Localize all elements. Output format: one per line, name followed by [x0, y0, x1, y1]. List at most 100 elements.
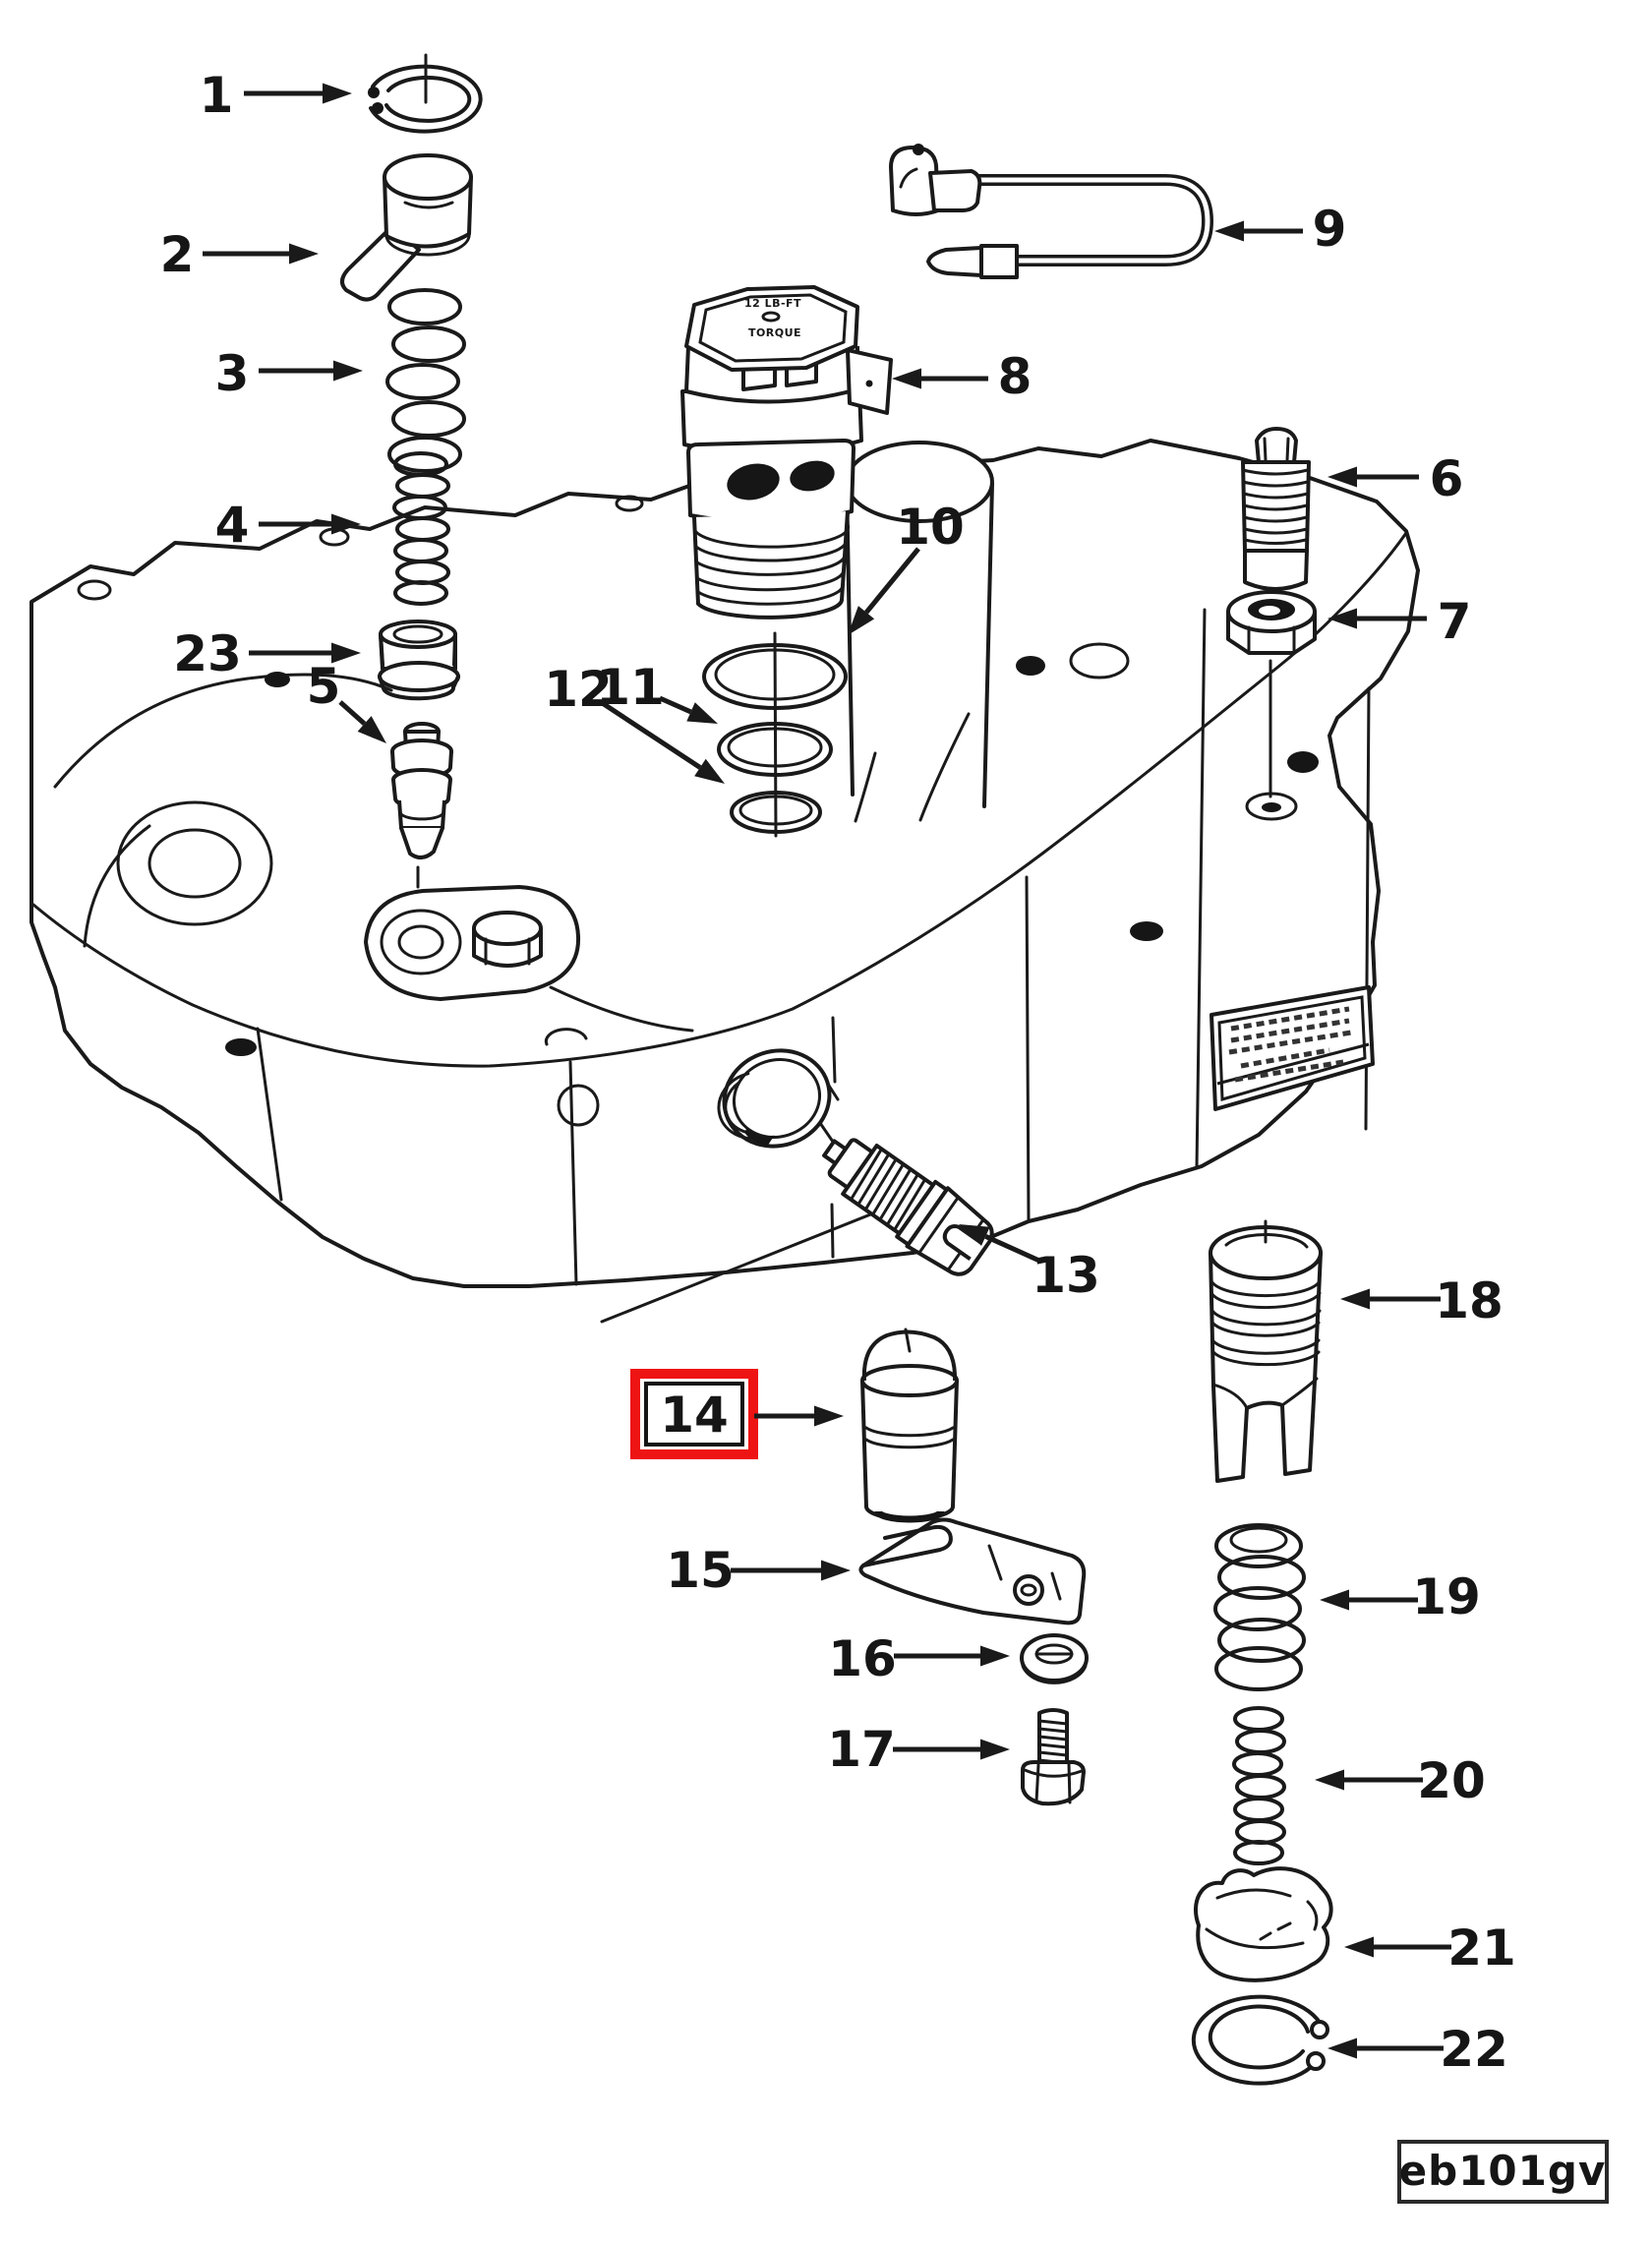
callout-number-19: 19: [1412, 1568, 1481, 1625]
callout-5-relief-valve[interactable]: 5: [307, 658, 386, 743]
housing-top-fold-line: [31, 531, 1408, 1068]
callout-4-spring-small[interactable]: 4: [215, 497, 361, 554]
callout-arrowhead: [1328, 2037, 1357, 2059]
callout-arrowhead: [892, 368, 921, 389]
callout-23-bushing-fitting[interactable]: 23: [173, 625, 361, 682]
callout-arrowhead: [848, 606, 875, 635]
part-16-washer: [1020, 1633, 1089, 1684]
callout-arrowhead: [1344, 1936, 1374, 1958]
callout-number-15: 15: [666, 1542, 735, 1599]
callout-arrowhead: [686, 702, 718, 724]
callout-14-tappet-cylinder[interactable]: 14: [630, 1369, 844, 1459]
callout-arrowhead: [1320, 1589, 1349, 1611]
callout-arrowhead: [1315, 1769, 1344, 1791]
callout-number-1: 1: [200, 67, 234, 124]
callout-number-2: 2: [160, 226, 195, 283]
part-20-spring: [1232, 1706, 1286, 1865]
callout-16-washer[interactable]: 16: [828, 1630, 1010, 1687]
callout-number-6: 6: [1430, 450, 1464, 507]
cap-marking-top: 12 LB-FT: [744, 297, 801, 310]
callout-arrowhead: [331, 513, 361, 535]
callout-number-13: 13: [1032, 1247, 1100, 1304]
callout-number-9: 9: [1313, 201, 1347, 258]
callout-number-14: 14: [660, 1387, 729, 1444]
callout-arrowhead: [821, 1560, 851, 1581]
callout-arrowhead: [980, 1645, 1010, 1667]
callout-arrowhead: [1328, 608, 1357, 629]
callout-7-hex-nut[interactable]: 7: [1328, 593, 1471, 650]
housing-body: [30, 439, 1420, 1324]
callout-20-spring-light[interactable]: 20: [1315, 1752, 1486, 1809]
left-recess: [116, 800, 273, 926]
cap-marking-bottom: TORQUE: [748, 326, 801, 339]
callout-9-jumper-wire[interactable]: 9: [1214, 201, 1346, 258]
callout-number-5: 5: [307, 658, 341, 715]
callout-21-follower-clip[interactable]: 21: [1344, 1919, 1516, 1977]
callout-number-17: 17: [827, 1721, 896, 1778]
part-21-follower-clip: [1193, 1866, 1333, 1982]
callout-arrowhead: [980, 1739, 1010, 1760]
callout-arrowhead: [331, 642, 361, 664]
part-6-threaded-stud: [1241, 427, 1311, 591]
part-8-filler-cap: 12 LB-FT TORQUE: [680, 285, 893, 620]
callout-arrowhead: [814, 1405, 844, 1427]
elbow-connector: [889, 144, 982, 216]
callout-18-slotted-plunger[interactable]: 18: [1340, 1272, 1504, 1329]
callout-number-10: 10: [896, 499, 965, 556]
callout-2-breather-cap[interactable]: 2: [160, 226, 319, 283]
data-plate: [1210, 985, 1375, 1111]
callout-number-18: 18: [1435, 1272, 1504, 1329]
callout-arrowhead: [959, 1224, 990, 1246]
callout-number-7: 7: [1438, 593, 1472, 650]
callout-number-16: 16: [828, 1630, 897, 1687]
part-9-jumper-wire: [889, 144, 1214, 279]
part-15-fork-retainer: [858, 1517, 1087, 1625]
part-4-spring: [392, 451, 450, 606]
callout-arrowhead: [694, 758, 725, 784]
callout-arrow-line: [658, 695, 692, 715]
callout-12-o-ring-small[interactable]: 12: [544, 661, 725, 784]
callout-10-o-ring-large[interactable]: 10: [848, 499, 965, 635]
callout-arrow-line: [338, 700, 367, 726]
callout-17-hex-bolt[interactable]: 17: [827, 1721, 1010, 1778]
callout-arrow-line: [602, 701, 702, 770]
callout-arrowhead: [1214, 220, 1244, 242]
callout-19-spring-heavy[interactable]: 19: [1320, 1568, 1481, 1625]
callout-arrowhead: [357, 716, 386, 743]
callout-arrowhead: [1340, 1288, 1370, 1310]
callout-15-fork-retainer[interactable]: 15: [666, 1542, 851, 1599]
front-port: [717, 1048, 832, 1149]
callout-number-4: 4: [215, 497, 250, 554]
part-3-spring: [385, 288, 466, 473]
boss-with-nut: [364, 885, 694, 1033]
part-22-snap-ring: [1191, 1994, 1329, 2086]
part-13-sensor: [822, 1138, 994, 1276]
callout-number-21: 21: [1447, 1919, 1516, 1977]
part-7-hex-nut: [1226, 590, 1317, 798]
callout-6-threaded-stud[interactable]: 6: [1328, 450, 1463, 507]
cap-lower-barrel: [686, 439, 856, 620]
callout-1-snap-ring[interactable]: 1: [200, 67, 352, 124]
part-18-slotted-plunger: [1209, 1219, 1323, 1483]
part-17-hex-bolt: [1021, 1708, 1086, 1806]
callout-arrow-line: [864, 547, 920, 615]
part-1-snap-ring: [368, 53, 483, 134]
callout-arrowhead: [289, 243, 319, 265]
callout-arrowhead: [333, 360, 363, 382]
callout-number-12: 12: [544, 661, 613, 718]
callout-22-snap-ring-open[interactable]: 22: [1328, 2021, 1508, 2078]
callout-13-temperature-sensor[interactable]: 13: [959, 1224, 1100, 1304]
callout-arrowhead: [1328, 466, 1357, 488]
part-5-relief-valve: [390, 722, 453, 889]
callout-arrowhead: [323, 83, 352, 104]
o-ring-axis-line: [773, 631, 778, 838]
highlight-box: [630, 1369, 758, 1459]
callout-3-spring-large[interactable]: 3: [215, 345, 363, 402]
callout-8-filler-cap[interactable]: 8: [892, 348, 1032, 405]
part-14-tappet: [860, 1328, 959, 1523]
figure-code-box: eb101gv: [1397, 2140, 1609, 2204]
figure-code: eb101gv: [1399, 2147, 1607, 2195]
